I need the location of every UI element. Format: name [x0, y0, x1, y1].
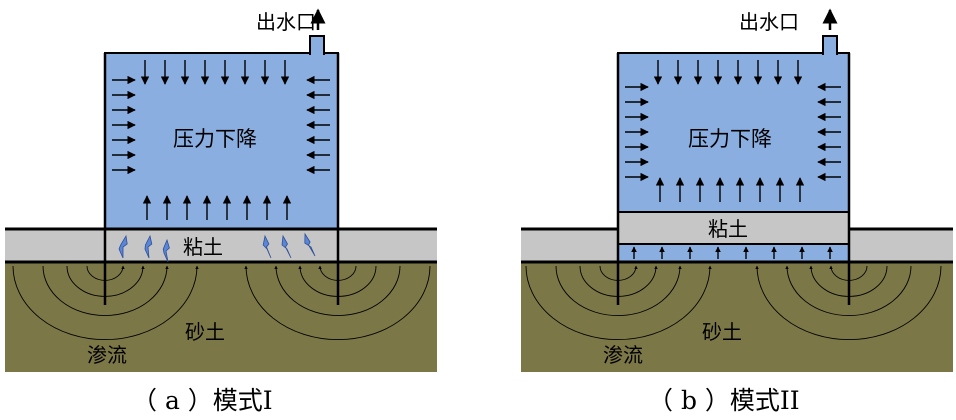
seepage-arrow-icon [318, 265, 357, 281]
caption: （ b ）模式II [648, 386, 800, 415]
seepage-lines [12, 265, 431, 340]
water-gap [617, 243, 850, 263]
outlet-label: 出水口 [256, 10, 316, 34]
seepage-arrow-icon [42, 265, 169, 317]
seepage-arrow-icon [298, 265, 377, 297]
crack-icon [144, 234, 153, 259]
seepage-arrow-icon [555, 265, 682, 317]
clay-label: 粘土 [708, 217, 748, 241]
caption: （ a ）模式I [132, 386, 273, 415]
sand-layer [5, 262, 437, 372]
outlet-label: 出水口 [739, 10, 799, 34]
outlet-pipe [822, 35, 838, 55]
seepage-arrow-icon [785, 265, 912, 317]
crack-icon [304, 232, 316, 257]
seepage-label: 渗流 [87, 343, 127, 367]
clay-plug [105, 229, 338, 262]
seepage-arrow-icon [12, 265, 199, 340]
tank-label: 压力下降 [688, 127, 772, 151]
seepage-lines [525, 265, 942, 340]
sand-label: 砂土 [185, 320, 225, 344]
seepage-arrow-icon [244, 265, 431, 340]
crack-icon [162, 238, 170, 263]
panel-a: 出水口 压力下降 粘土 砂土 渗流 （ a ）模式I [5, 8, 437, 415]
seepage-arrow-icon [599, 265, 638, 281]
outlet-pipe [309, 35, 325, 55]
cracks [118, 232, 316, 263]
seepage-arrow-icon [86, 265, 125, 281]
crack-icon [118, 234, 128, 259]
clay-label: 粘土 [183, 235, 223, 259]
panel-b: 出水口 压力下降 粘土 砂土 渗流 （ b ）模式II [521, 8, 953, 415]
seepage-arrow-icon [809, 265, 888, 297]
seepage-label: 渗流 [603, 343, 643, 367]
pressure-arrows [112, 60, 330, 220]
seepage-arrow-icon [525, 265, 712, 340]
crack-icon [262, 234, 272, 259]
tank-label: 压力下降 [173, 127, 257, 151]
pressure-arrows [625, 60, 841, 259]
sand-label: 砂土 [702, 320, 742, 344]
seepage-arrow-icon [579, 265, 658, 297]
seepage-arrow-icon [66, 265, 145, 297]
seepage-arrow-icon [274, 265, 401, 317]
seepage-arrow-icon [829, 265, 868, 281]
sand-layer [521, 262, 953, 372]
seepage-arrow-icon [755, 265, 942, 340]
clay-plug [617, 211, 850, 245]
crack-icon [281, 234, 292, 259]
